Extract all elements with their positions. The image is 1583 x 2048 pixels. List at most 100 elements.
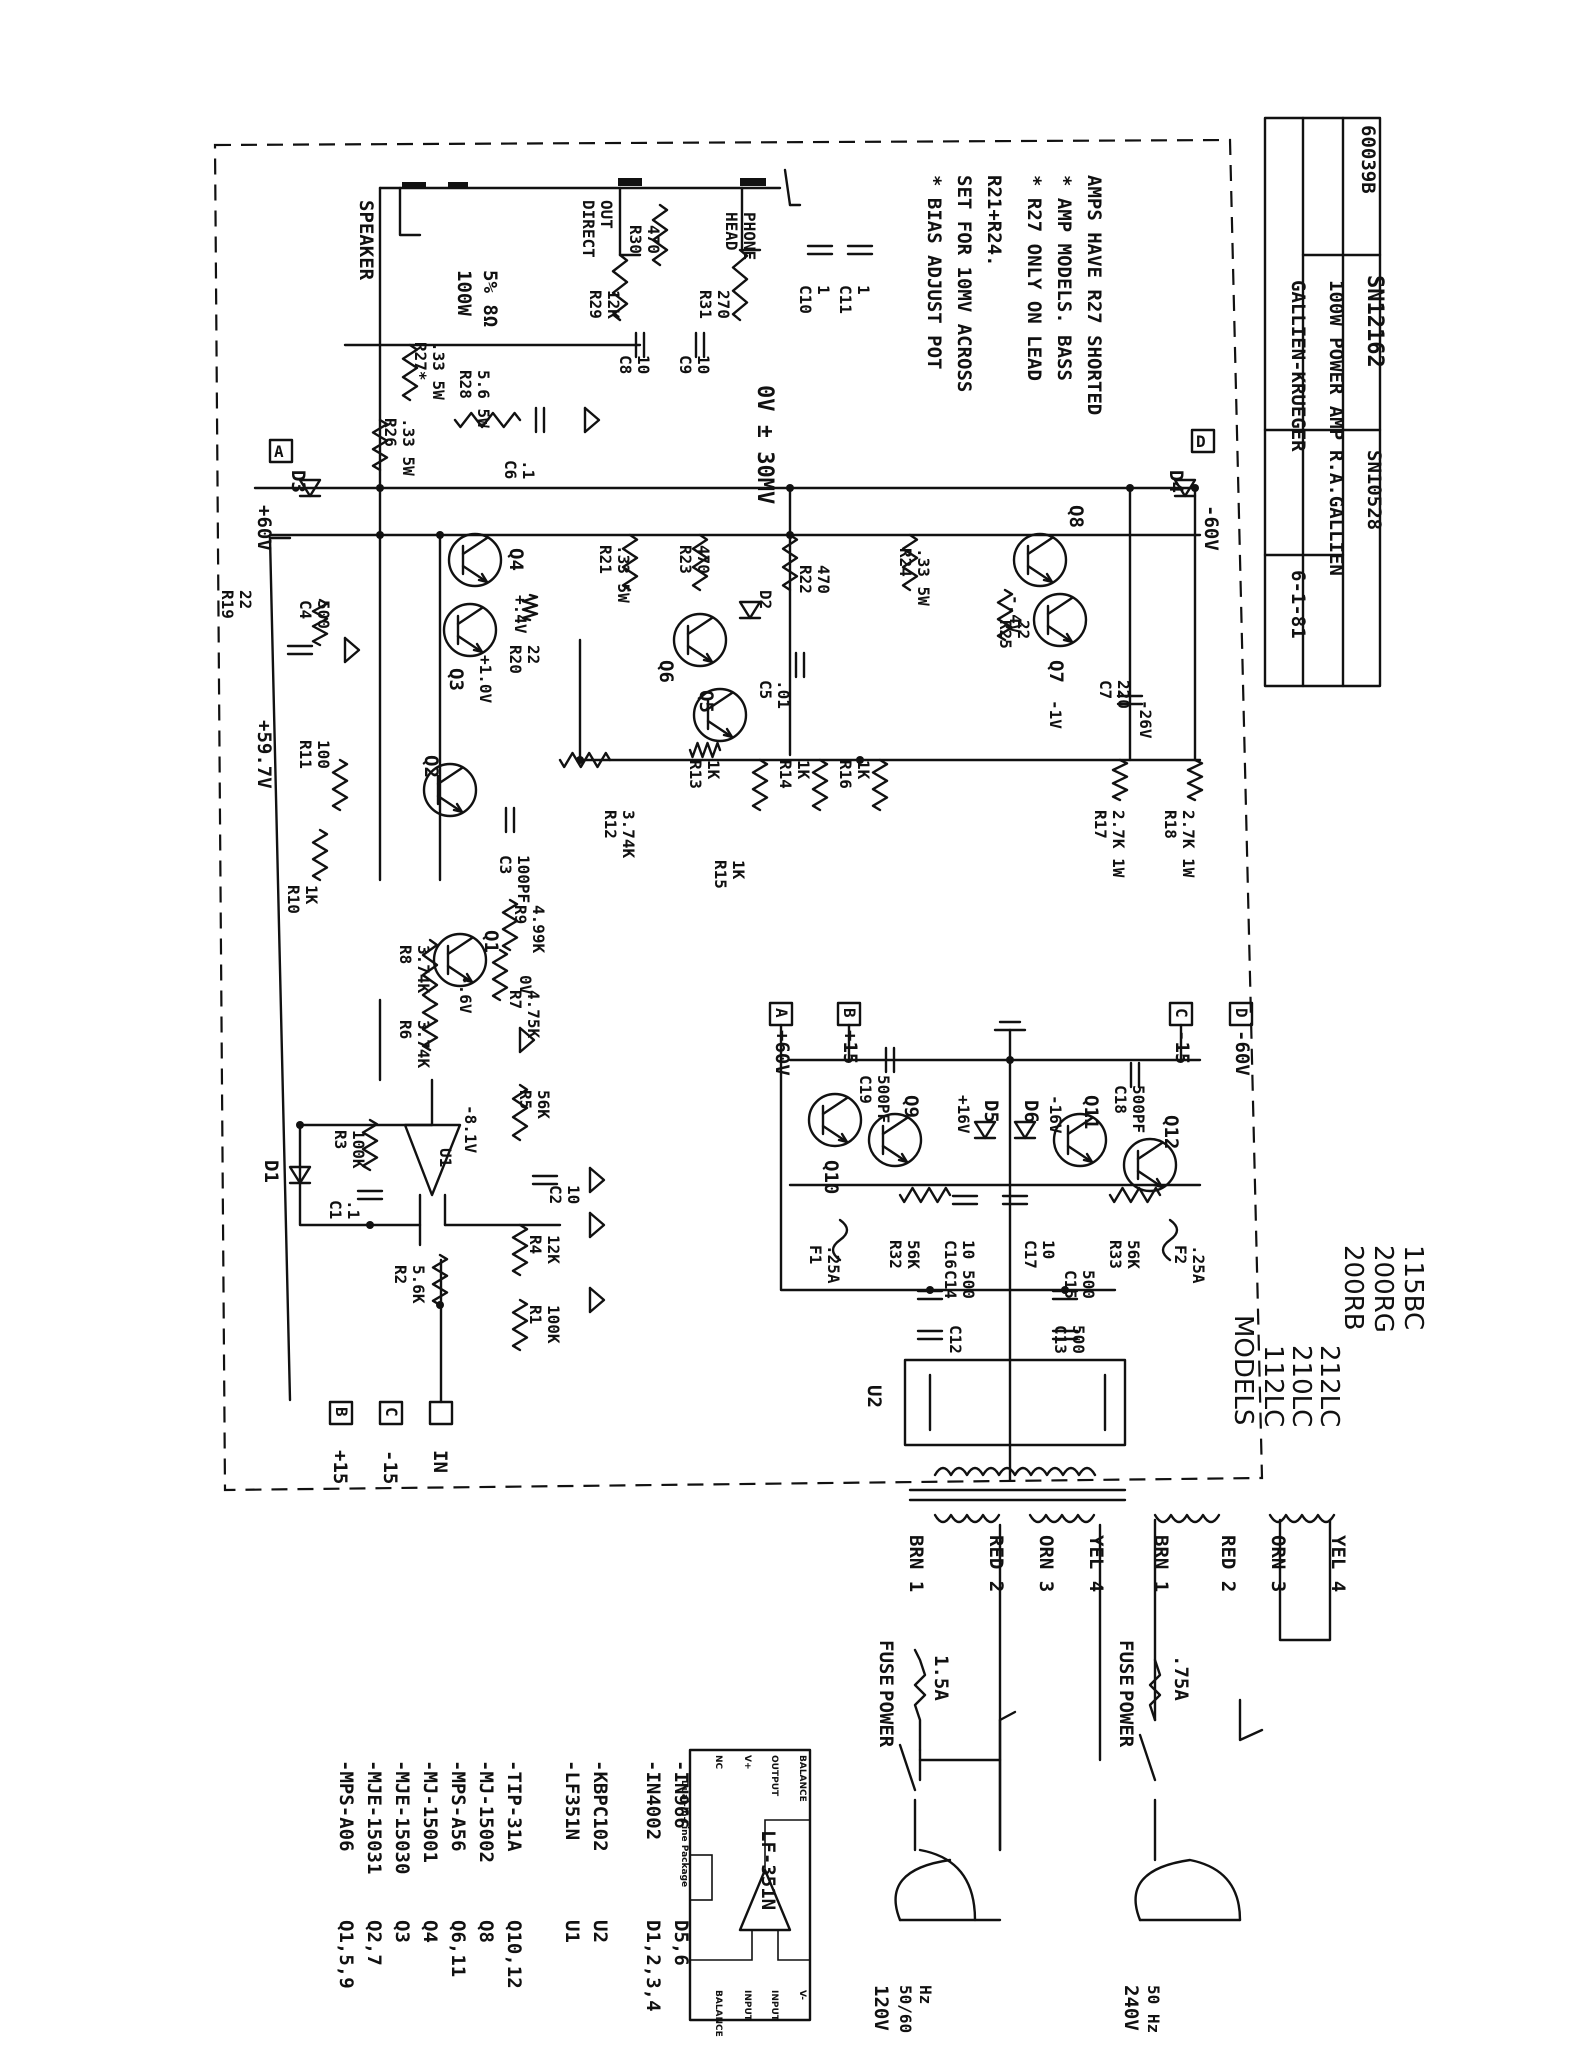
- ground-c2: [588, 1166, 606, 1194]
- ref-q10: Q10: [820, 1160, 842, 1194]
- ref-r26: R26: [381, 418, 400, 447]
- resistor-r13: [751, 758, 769, 812]
- ref-r32: R32: [886, 1240, 905, 1269]
- junction-dot: [436, 531, 444, 539]
- ref-r7: R7: [506, 990, 525, 1009]
- ref-q4: Q4: [505, 548, 527, 571]
- value-c18: 500PF: [1129, 1085, 1148, 1133]
- resistor-r9: [501, 898, 519, 952]
- resistor-r26: [371, 418, 389, 472]
- ref-c4: C4: [296, 600, 315, 619]
- parts-list-part: -TIP-31A: [503, 1760, 525, 1852]
- ref-r17: R17: [1091, 810, 1110, 839]
- ref-r8: R8: [396, 945, 415, 964]
- wire-120-red: RED 2: [985, 1535, 1007, 1592]
- value-c11: 1: [854, 285, 873, 295]
- junction-dot: [376, 531, 384, 539]
- value-r15: 1K: [729, 860, 748, 880]
- ref-r10: R10: [284, 885, 303, 914]
- svg-text:-16V: -16V: [1046, 1095, 1065, 1134]
- resistor-r30: [651, 203, 669, 267]
- ground-r1: [588, 1286, 606, 1314]
- value-c5: .01: [774, 680, 793, 709]
- resistor-r24: [901, 533, 919, 592]
- capacitor-c10: [806, 244, 834, 256]
- parts-list-part: -MJ-15001: [419, 1760, 441, 1863]
- ref-r12: R12: [601, 810, 620, 839]
- svg-text:-.6V: -.6V: [456, 975, 475, 1014]
- wire-120-brn: BRN 1: [905, 1535, 927, 1592]
- value-r3: 100K: [349, 1130, 368, 1169]
- svg-text:V+: V+: [742, 1755, 752, 1770]
- resistor-r33: [1108, 1186, 1162, 1204]
- direct-out-1: DIRECT: [579, 200, 598, 258]
- resistor-r8: [421, 938, 439, 1002]
- resistor-r12: [558, 751, 612, 769]
- power-120-fuse: FUSE: [875, 1640, 897, 1686]
- ref-r2: R2: [391, 1265, 410, 1284]
- note-bias-2: SET FOR 10MV ACROSS: [953, 175, 975, 392]
- note-r27-3: AMPS HAVE R27 SHORTED: [1083, 175, 1105, 415]
- resistor-r31: [731, 248, 749, 322]
- junction-dot: [576, 756, 584, 764]
- title-drawn-by: R.A.GALLIEN: [1325, 450, 1347, 576]
- capacitor-c17: [1001, 1194, 1029, 1206]
- value-r30: 470: [644, 225, 663, 254]
- junction-dot: [1126, 484, 1134, 492]
- feedback-wire: [298, 1123, 422, 1227]
- parts-list-ref: U1: [561, 1920, 583, 1943]
- value-c7: 220: [1114, 680, 1133, 709]
- ref-r1: R1: [526, 1305, 545, 1324]
- ref-d2: D2: [756, 590, 775, 609]
- value-c10: 1: [814, 285, 833, 295]
- transistor-q7: [1032, 592, 1088, 648]
- parts-list-ref: U2: [589, 1920, 611, 1943]
- svg-text:C: C: [382, 1407, 401, 1417]
- ref-d6: D6: [1020, 1100, 1042, 1123]
- svg-text:C: C: [1172, 1008, 1191, 1018]
- power-input-240v: POWER FUSE .75A 240V 50 Hz BRN 1 RED 2 O…: [1115, 1518, 1349, 2033]
- wire-120-orn: ORN 3: [1035, 1535, 1057, 1592]
- capacitor-c18: [1129, 1061, 1141, 1089]
- value-c14: 500: [959, 1270, 978, 1299]
- capacitor-c16: [951, 1194, 979, 1206]
- junction-dot: [1191, 484, 1199, 492]
- ref-r9: R9: [511, 905, 530, 924]
- model-112lc: 112LC: [1258, 1345, 1288, 1427]
- svg-text:INPUT: INPUT: [769, 1990, 779, 2022]
- ground-r4: [588, 1211, 606, 1239]
- svg-text:INPUT: INPUT: [742, 1990, 752, 2022]
- resistor-r17: [1111, 758, 1129, 802]
- ref-r27star: R27*: [411, 342, 430, 381]
- svg-text:+59.7V: +59.7V: [253, 720, 275, 789]
- ref-q3: Q3: [445, 668, 467, 691]
- svg-text:+16V: +16V: [954, 1095, 973, 1134]
- junction-dot: [786, 531, 794, 539]
- speaker-label: SPEAKER: [355, 200, 377, 281]
- power-input-120v: POWER FUSE 1.5A 120V 50/60 Hz BRN 1 RED …: [870, 1523, 1107, 2033]
- output-jacks: SPEAKER 100W 5% 8Ω DIRECT OUT HEAD PHONE: [355, 168, 802, 327]
- value-r9: 4.99K: [529, 905, 548, 954]
- parts-list-ref: D1,2,3,4: [642, 1920, 664, 2012]
- svg-text:A: A: [772, 1008, 791, 1018]
- resistor-r19: [311, 598, 329, 647]
- value-r8: 3.74K: [414, 945, 433, 994]
- junction-dot: [376, 484, 384, 492]
- models-list: MODELS 112LC 210LC 212LC 200RB 200RG 115…: [1228, 1245, 1428, 1427]
- svg-text:BALANCE: BALANCE: [797, 1755, 807, 1802]
- value-r1: 100K: [544, 1305, 563, 1344]
- svg-text:OUTPUT: OUTPUT: [769, 1755, 779, 1797]
- ref-c5: C5: [756, 680, 775, 699]
- parts-list-part: -MPS-A56: [447, 1760, 469, 1852]
- ref-r20: R20: [506, 645, 525, 674]
- ref-q8: Q8: [1065, 505, 1087, 528]
- resistor-r11: [331, 758, 349, 812]
- ref-q6: Q6: [655, 660, 677, 683]
- transistor-q10: [807, 1092, 863, 1148]
- resistor-r16: [871, 758, 889, 812]
- head-phone-1: HEAD: [722, 212, 741, 251]
- value-f1: .25A: [824, 1245, 843, 1284]
- resistor-r10: [311, 828, 329, 882]
- head-phone-2: PHONE: [740, 212, 759, 260]
- svg-text:BALANCE: BALANCE: [713, 1990, 723, 2037]
